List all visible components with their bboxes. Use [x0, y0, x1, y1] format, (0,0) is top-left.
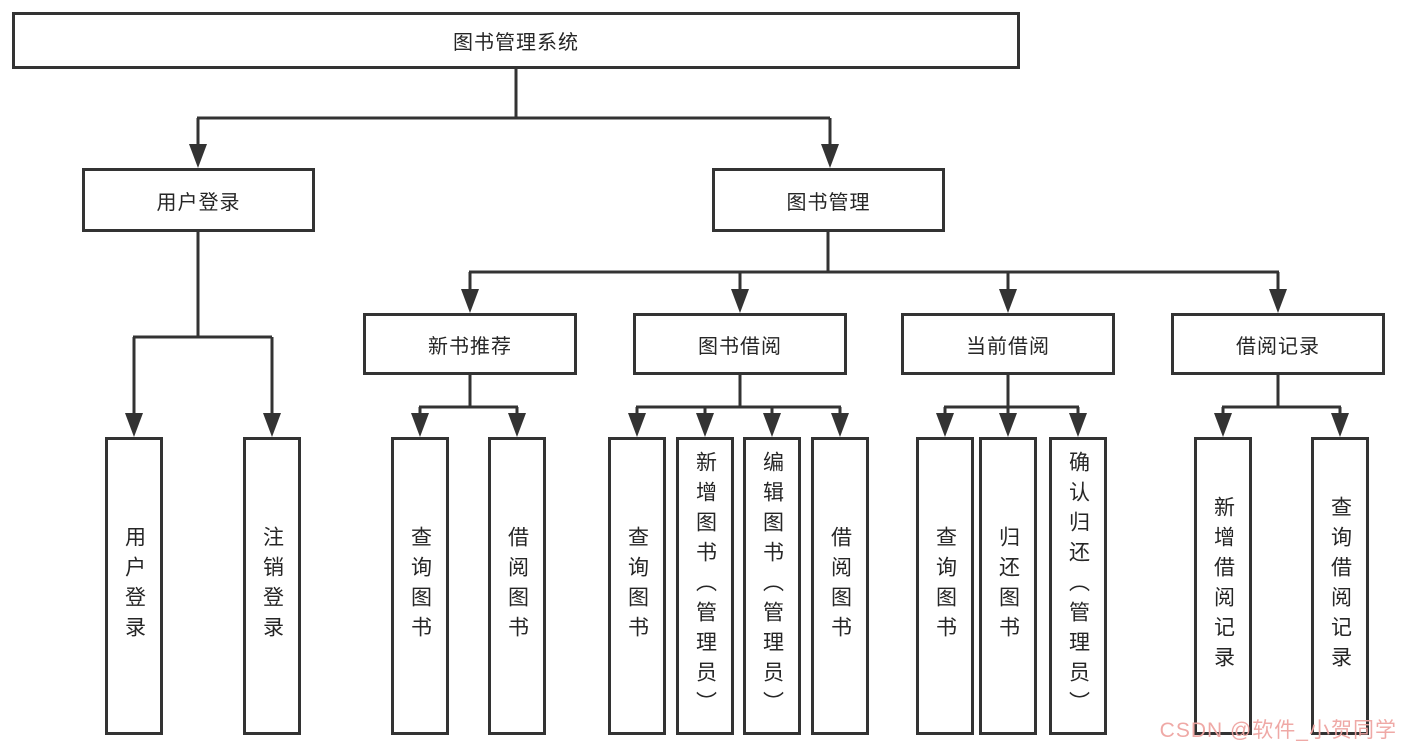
leaf-query-borrow-record-label: 查询借阅记录: [1328, 496, 1352, 676]
leaf-recommend-borrow-books: 借阅图书: [488, 437, 546, 735]
leaf-borrow-query-books: 查询图书: [608, 437, 666, 735]
leaf-add-borrow-record-label: 新增借阅记录: [1211, 496, 1235, 676]
leaf-edit-books-admin-label: 编辑图书（管理员）: [760, 451, 784, 721]
leaf-recommend-query-books-label: 查询图书: [408, 526, 432, 646]
leaf-return-books: 归还图书: [979, 437, 1037, 735]
node-borrow-records: 借阅记录: [1171, 313, 1385, 375]
leaf-query-borrow-record: 查询借阅记录: [1311, 437, 1369, 735]
node-borrow-records-label: 借阅记录: [1236, 335, 1320, 358]
leaf-add-books-admin: 新增图书（管理员）: [676, 437, 734, 735]
node-user-login-label: 用户登录: [156, 191, 241, 214]
root-node: 图书管理系统: [12, 12, 1020, 69]
leaf-logout: 注销登录: [243, 437, 301, 735]
node-book-management: 图书管理: [712, 168, 945, 232]
leaf-logout-label: 注销登录: [260, 526, 284, 646]
leaf-borrow-books: 借阅图书: [811, 437, 869, 735]
leaf-user-login: 用户登录: [105, 437, 163, 735]
node-current-borrow: 当前借阅: [901, 313, 1115, 375]
leaf-confirm-return-admin-label: 确认归还（管理员）: [1066, 451, 1090, 721]
leaf-edit-books-admin: 编辑图书（管理员）: [743, 437, 801, 735]
leaf-add-borrow-record: 新增借阅记录: [1194, 437, 1252, 735]
leaf-add-books-admin-label: 新增图书（管理员）: [693, 451, 717, 721]
node-current-borrow-label: 当前借阅: [966, 335, 1050, 358]
leaf-borrow-query-books-label: 查询图书: [625, 526, 649, 646]
leaf-user-login-label: 用户登录: [122, 526, 146, 646]
leaf-confirm-return-admin: 确认归还（管理员）: [1049, 437, 1107, 735]
root-node-label: 图书管理系统: [453, 32, 579, 54]
node-new-book-recommend: 新书推荐: [363, 313, 577, 375]
watermark: CSDN @软件_小贺同学: [1159, 719, 1397, 742]
node-user-login: 用户登录: [82, 168, 315, 232]
node-book-borrow-label: 图书借阅: [698, 335, 782, 358]
node-book-management-label: 图书管理: [786, 191, 871, 214]
leaf-borrow-books-label: 借阅图书: [828, 526, 852, 646]
node-new-book-recommend-label: 新书推荐: [428, 335, 512, 358]
leaf-recommend-borrow-books-label: 借阅图书: [505, 526, 529, 646]
leaf-recommend-query-books: 查询图书: [391, 437, 449, 735]
connector-paths: [132, 69, 1342, 417]
leaf-current-query-books: 查询图书: [916, 437, 974, 735]
leaf-current-query-books-label: 查询图书: [933, 526, 957, 646]
arrowheads: [125, 144, 1349, 437]
node-book-borrow: 图书借阅: [633, 313, 847, 375]
leaf-return-books-label: 归还图书: [996, 526, 1020, 646]
